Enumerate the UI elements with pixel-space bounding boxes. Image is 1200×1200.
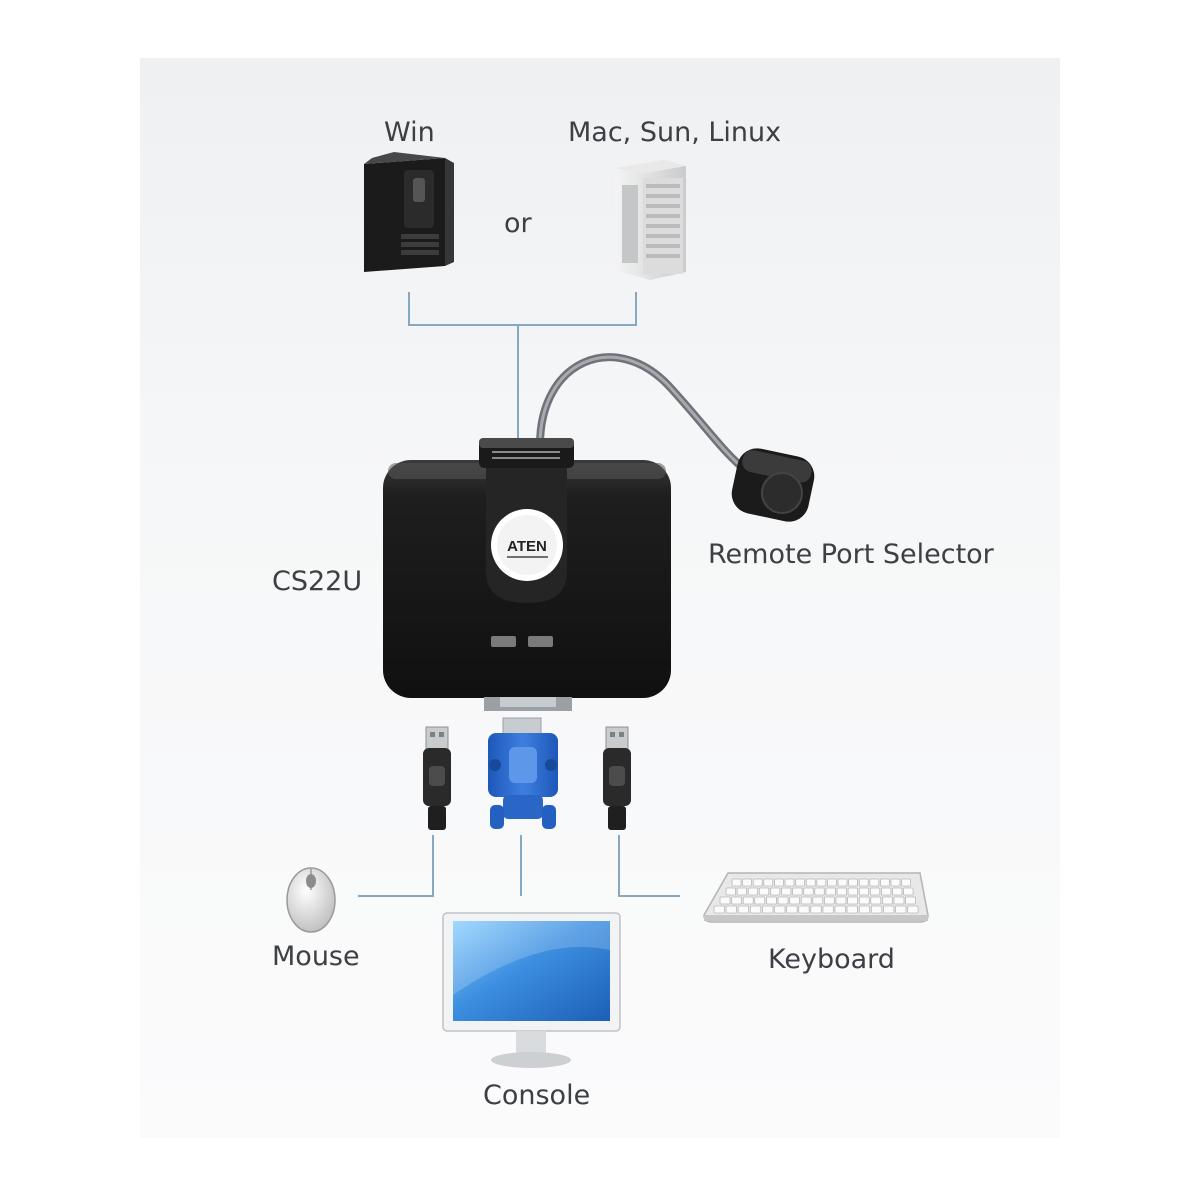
- or-label: or: [504, 208, 532, 239]
- keyboard-label: Keyboard: [768, 944, 895, 975]
- remote-port-selector-label: Remote Port Selector: [708, 539, 994, 570]
- mouse-label: Mouse: [272, 941, 360, 972]
- kvm-switch-device: ATEN: [383, 438, 671, 711]
- keyboard-connector-line: [618, 835, 680, 897]
- win-label: Win: [384, 117, 435, 148]
- usb-plug-icon: [423, 726, 451, 830]
- usb-plug-icon: [603, 726, 631, 830]
- monitor-icon: [442, 912, 621, 1068]
- device-model-label: CS22U: [272, 566, 363, 597]
- keyboard-keys: [713, 878, 919, 914]
- keyboard-icon: [703, 872, 929, 923]
- desktop-tower-icon: [364, 152, 454, 272]
- aten-logo: ATEN: [507, 538, 547, 555]
- vga-plug-icon: [488, 717, 558, 829]
- mouse-connector-line: [358, 835, 434, 897]
- mac-sun-linux-label: Mac, Sun, Linux: [568, 117, 782, 148]
- mouse-icon: [286, 867, 336, 933]
- mac-pro-tower-icon: [615, 160, 686, 280]
- pc-connector-line: [408, 292, 637, 326]
- connector-lines: [358, 292, 680, 897]
- remote-selector-icon: [731, 448, 815, 522]
- console-label: Console: [483, 1080, 591, 1111]
